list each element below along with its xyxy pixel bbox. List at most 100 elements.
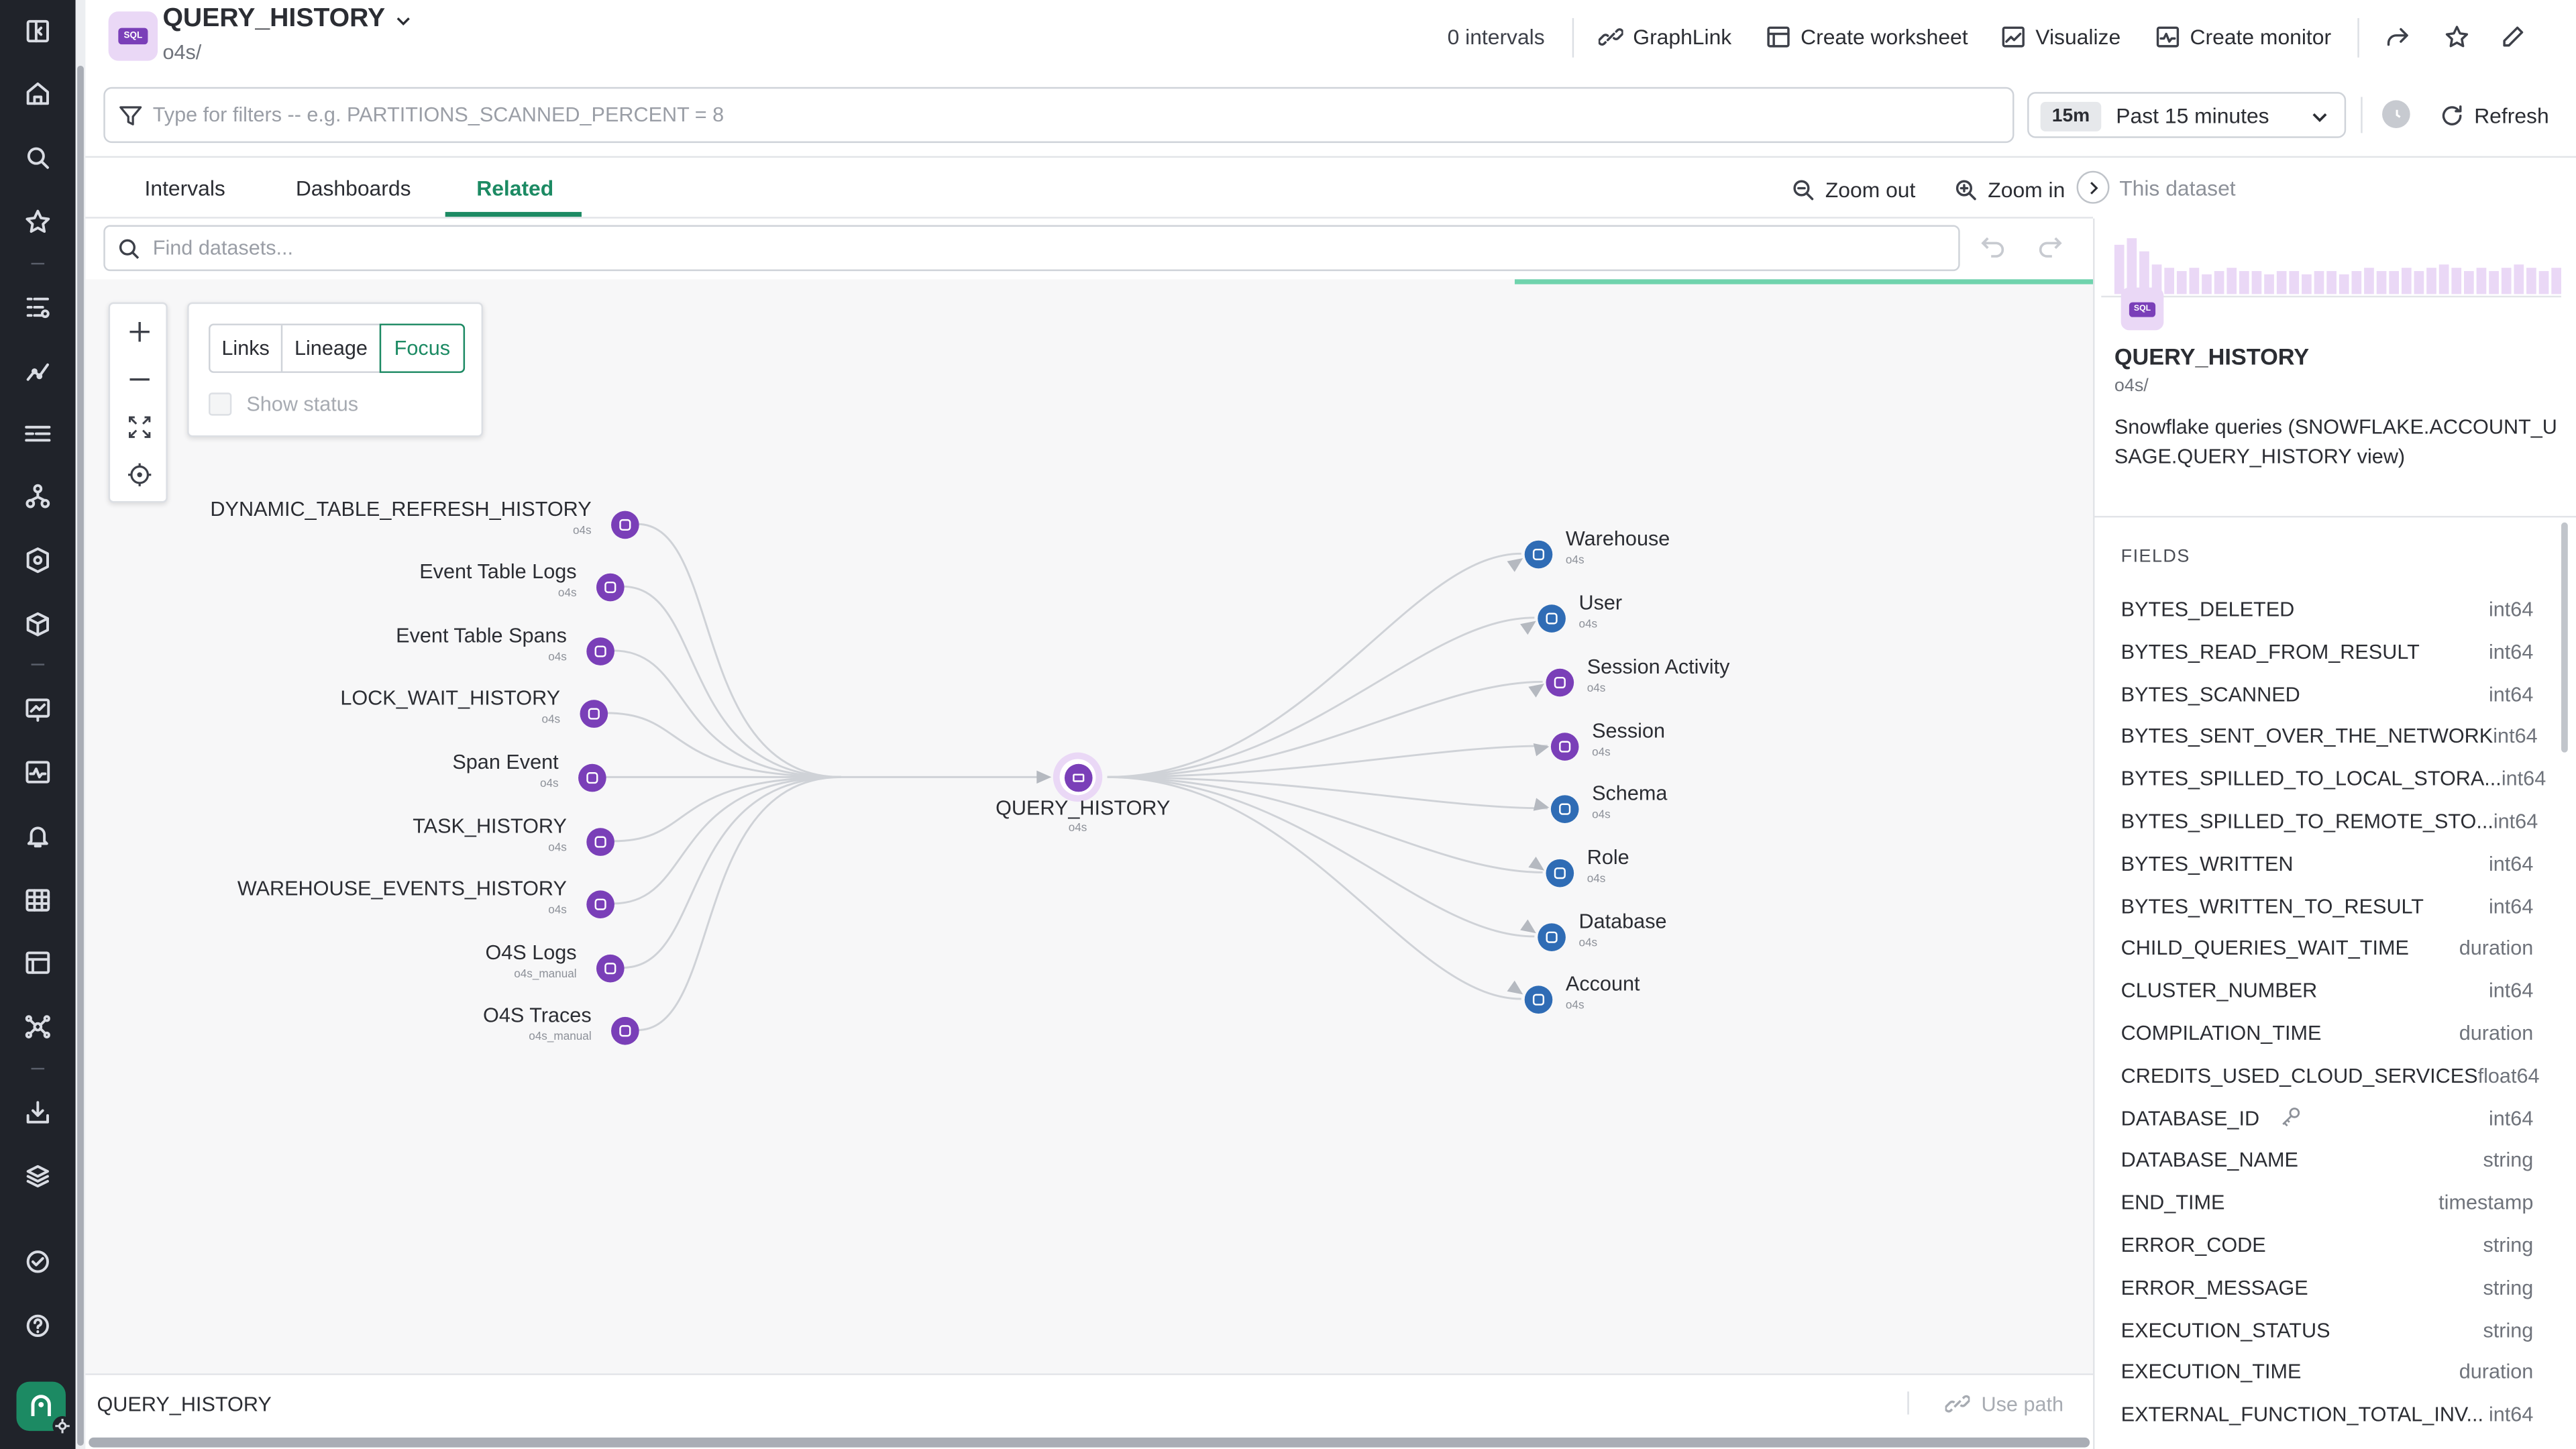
output-node-label[interactable]: User [1578, 591, 1623, 614]
filter-input[interactable]: Type for filters -- e.g. PARTITIONS_SCAN… [103, 87, 2015, 144]
recenter-icon[interactable] [127, 462, 153, 488]
service-map-icon[interactable] [19, 478, 56, 515]
zoom-in-button[interactable]: Zoom in [1953, 171, 2065, 207]
dataset-node-icon[interactable] [611, 511, 639, 539]
dataset-node-icon[interactable] [1524, 540, 1553, 569]
undo-icon[interactable] [1980, 233, 2006, 260]
dataset-path[interactable]: o4s/ [162, 41, 202, 64]
tab-dashboards[interactable]: Dashboards [295, 176, 411, 201]
fit-view-icon[interactable] [127, 414, 153, 440]
mode-lineage[interactable]: Lineage [282, 325, 382, 372]
mode-focus[interactable]: Focus [379, 323, 466, 373]
field-row[interactable]: BYTES_SPILLED_TO_LOCAL_STORA...int64 [2121, 763, 2546, 796]
input-node-label[interactable]: Span Event [452, 751, 559, 774]
field-row[interactable]: EXTERNAL_FUNCTION_TOTAL_INV...int64 [2121, 1399, 2534, 1432]
dataset-title-button[interactable]: QUERY_HISTORY [162, 5, 413, 34]
sidebar-scrollbar[interactable] [75, 0, 86, 1449]
dataset-node-icon[interactable] [580, 700, 608, 728]
zoom-out-icon[interactable] [127, 366, 153, 392]
dataset-node-icon[interactable] [1538, 604, 1566, 633]
input-node-label[interactable]: DYNAMIC_TABLE_REFRESH_HISTORY [210, 498, 592, 521]
show-status-checkbox[interactable] [209, 392, 232, 416]
dataset-node-icon[interactable] [1550, 795, 1579, 823]
output-node-label[interactable]: Database [1578, 910, 1667, 934]
center-node[interactable] [1053, 752, 1103, 802]
help-icon[interactable] [19, 1307, 56, 1344]
find-datasets-input[interactable]: Find datasets... [103, 225, 1960, 272]
input-node-label[interactable]: Event Table Logs [419, 560, 577, 584]
lineage-graph[interactable]: Links Lineage Focus Show status QUERY_HI… [85, 279, 2094, 1374]
expand-panel-button[interactable] [2076, 170, 2110, 204]
dataset-node-icon[interactable] [1546, 859, 1574, 888]
dataset-node-icon[interactable] [578, 763, 606, 792]
input-node-label[interactable]: Event Table Spans [396, 624, 567, 647]
time-range-select[interactable]: 15m Past 15 minutes [2027, 92, 2347, 138]
redo-icon[interactable] [2037, 233, 2063, 260]
dataset-node-icon[interactable] [1550, 733, 1579, 761]
data-ingest-icon[interactable] [19, 1094, 56, 1130]
input-node-label[interactable]: O4S Logs [485, 941, 577, 965]
input-node-label[interactable]: TASK_HISTORY [413, 814, 567, 838]
dataset-node-icon[interactable] [611, 1016, 639, 1045]
output-node-label[interactable]: Warehouse [1565, 527, 1670, 551]
star-icon[interactable] [19, 204, 56, 240]
panel-title[interactable]: QUERY_HISTORY [2114, 343, 2310, 370]
dataset-node-icon[interactable] [586, 828, 614, 856]
metrics-icon[interactable] [19, 352, 56, 388]
edit-button[interactable] [2500, 18, 2525, 54]
query-list-icon[interactable] [19, 289, 56, 325]
panel-scrollbar[interactable] [2561, 522, 2568, 753]
worksheet-icon[interactable] [19, 945, 56, 981]
panel-path[interactable]: o4s/ [2114, 376, 2149, 396]
visualize-button[interactable]: Visualize [2001, 18, 2121, 54]
favorite-button[interactable] [2445, 18, 2469, 54]
table-icon[interactable] [19, 882, 56, 918]
share-button[interactable] [2385, 18, 2410, 54]
graphlink-button[interactable]: GraphLink [1598, 18, 1731, 54]
refresh-button[interactable]: Refresh [2440, 97, 2549, 133]
dataset-node-icon[interactable] [586, 890, 614, 918]
bell-icon[interactable] [19, 818, 56, 855]
layers-icon[interactable] [19, 1159, 56, 1195]
output-node-label[interactable]: Role [1587, 846, 1629, 869]
dataset-node-icon[interactable] [1524, 985, 1553, 1014]
graph-icon[interactable] [19, 1009, 56, 1045]
zoom-in-icon[interactable] [127, 319, 153, 345]
clock-icon[interactable] [2382, 100, 2410, 129]
logs-icon[interactable] [19, 416, 56, 452]
input-node-label[interactable]: LOCK_WAIT_HISTORY [340, 686, 561, 710]
monitor-chart-icon[interactable] [19, 754, 56, 790]
output-node-label[interactable]: Account [1565, 972, 1640, 996]
dataset-node-icon[interactable] [596, 954, 625, 983]
field-row[interactable]: BYTES_SPILLED_TO_REMOTE_STO...int64 [2121, 805, 2538, 838]
package-icon[interactable] [19, 606, 56, 643]
tab-intervals[interactable]: Intervals [144, 176, 225, 201]
check-circle-icon[interactable] [19, 1244, 56, 1280]
use-path-button[interactable]: Use path [1945, 1391, 2063, 1416]
zoom-out-button[interactable]: Zoom out [1790, 171, 1915, 207]
output-node-label[interactable]: Session Activity [1587, 655, 1730, 679]
input-node-label[interactable]: WAREHOUSE_EVENTS_HISTORY [237, 877, 567, 901]
home-icon[interactable] [19, 76, 56, 112]
dataset-node-icon[interactable] [1538, 923, 1566, 951]
settings-gear-icon[interactable] [52, 1416, 72, 1436]
dataset-node-icon[interactable] [586, 637, 614, 665]
tab-related[interactable]: Related [476, 176, 554, 201]
search-icon[interactable] [19, 140, 56, 176]
input-node-label[interactable]: O4S Traces [483, 1004, 592, 1027]
